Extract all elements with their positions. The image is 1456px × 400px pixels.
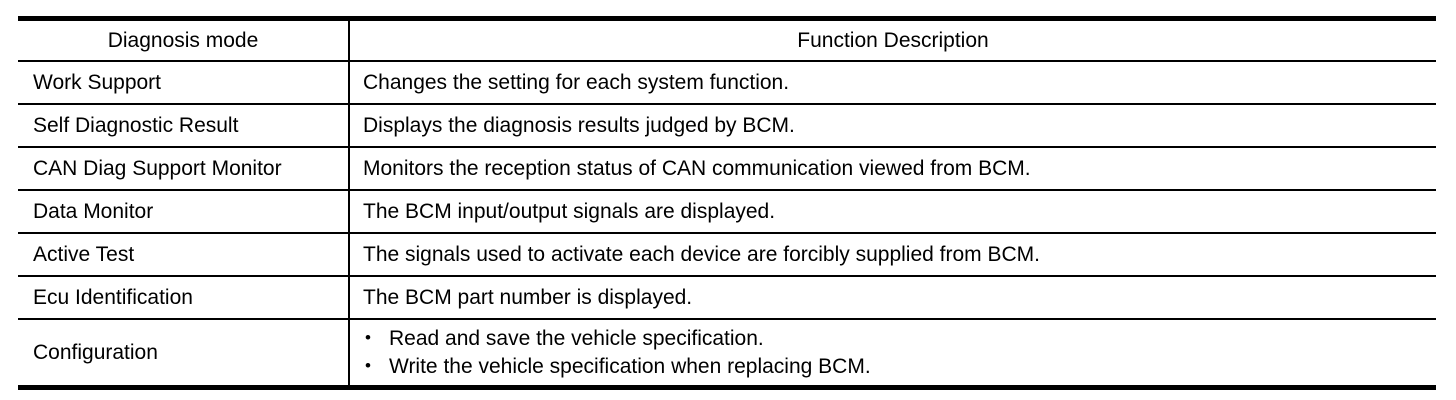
- header-diagnosis-mode: Diagnosis mode: [18, 21, 350, 60]
- diagnosis-mode-cell: Self Diagnostic Result: [18, 105, 350, 146]
- bullet-list: • Read and save the vehicle specificatio…: [363, 326, 871, 379]
- diagnosis-mode-table: Diagnosis mode Function Description Work…: [18, 16, 1436, 390]
- table-row-data-monitor: Data Monitor The BCM input/output signal…: [18, 191, 1436, 234]
- table-header-row: Diagnosis mode Function Description: [18, 21, 1436, 62]
- diagnosis-mode-cell: Ecu Identification: [18, 277, 350, 318]
- diagnosis-mode-cell: Data Monitor: [18, 191, 350, 232]
- function-description-cell: Displays the diagnosis results judged by…: [363, 113, 795, 137]
- table-row-ecu-identification: Ecu Identification The BCM part number i…: [18, 277, 1436, 320]
- function-description-cell: Monitors the reception status of CAN com…: [363, 156, 1031, 180]
- function-description-cell: The BCM part number is displayed.: [363, 285, 693, 309]
- table-row-can-diag-support-monitor: CAN Diag Support Monitor Monitors the re…: [18, 148, 1436, 191]
- table-row-self-diagnostic-result: Self Diagnostic Result Displays the diag…: [18, 105, 1436, 148]
- table-row-active-test: Active Test The signals used to activate…: [18, 234, 1436, 277]
- bullet-icon: •: [365, 328, 371, 348]
- bullet-icon: •: [365, 356, 371, 376]
- function-description-cell: The signals used to activate each device…: [363, 242, 1040, 266]
- function-description-cell: • Read and save the vehicle specificatio…: [350, 320, 1436, 385]
- bullet-item: • Write the vehicle specification when r…: [363, 354, 871, 379]
- diagnosis-mode-cell: Configuration: [18, 320, 350, 385]
- diagnosis-mode-cell: Work Support: [18, 62, 350, 103]
- bullet-text: Read and save the vehicle specification.: [389, 326, 764, 350]
- function-description-cell: The BCM input/output signals are display…: [363, 199, 776, 223]
- bullet-text: Write the vehicle specification when rep…: [389, 355, 871, 378]
- table-row-configuration: Configuration • Read and save the vehicl…: [18, 320, 1436, 385]
- bullet-item: • Read and save the vehicle specificatio…: [363, 326, 871, 351]
- diagnosis-mode-cell: CAN Diag Support Monitor: [18, 148, 350, 189]
- table-row-work-support: Work Support Changes the setting for eac…: [18, 62, 1436, 105]
- header-function-description: Function Description: [797, 28, 989, 52]
- function-description-cell: Changes the setting for each system func…: [363, 70, 790, 94]
- diagnosis-mode-cell: Active Test: [18, 234, 350, 275]
